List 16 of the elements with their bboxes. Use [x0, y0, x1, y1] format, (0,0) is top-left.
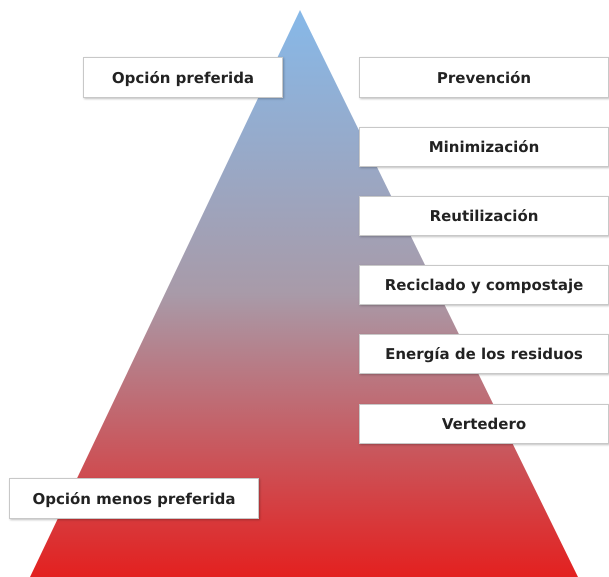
label-box: [359, 404, 609, 444]
label-box: [9, 478, 259, 519]
level-label: Opción preferida: [112, 68, 254, 86]
label-box: [359, 196, 609, 236]
level-label: Vertedero: [442, 415, 526, 433]
level-label: Reutilización: [430, 207, 538, 225]
level-label: Opción menos preferida: [32, 490, 236, 508]
label-box: [83, 57, 283, 98]
level-label: Prevención: [436, 68, 532, 86]
label-box: [359, 57, 609, 98]
label-box: [359, 334, 609, 374]
label-box: [359, 127, 609, 167]
level-label: Minimización: [428, 138, 540, 156]
level-label: Reciclado y compostaje: [384, 276, 584, 294]
label-box: [359, 265, 609, 305]
level-label: Energía de los residuos: [385, 345, 583, 363]
